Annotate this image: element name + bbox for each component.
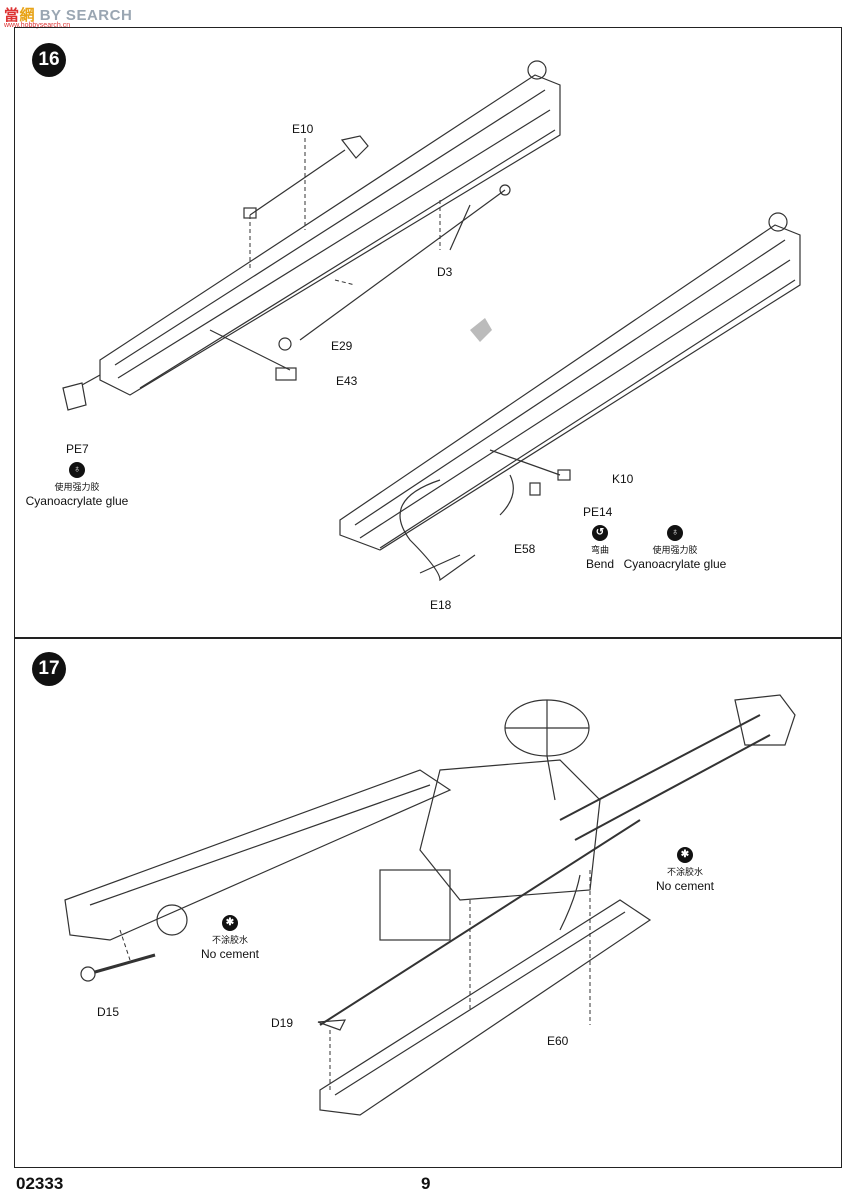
no-cement-note-barrel: ✱ 不涂胶水 No cement	[655, 847, 715, 893]
watermark-url: www.hobbysearch.cn	[4, 22, 71, 29]
no-cement-note-d15: ✱ 不涂胶水 No cement	[200, 915, 260, 961]
no-cement-icon: ✱	[677, 847, 693, 863]
part-label-pe14: PE14	[583, 505, 613, 519]
step-17-panel	[14, 638, 842, 1168]
no-cement-icon: ✱	[222, 915, 238, 931]
part-label-d3: D3	[437, 265, 453, 279]
part-label-e10: E10	[292, 122, 314, 136]
part-label-d19: D19	[271, 1016, 294, 1030]
step-16-panel	[14, 27, 842, 638]
part-label-e18: E18	[430, 598, 452, 612]
part-label-e58: E58	[514, 542, 536, 556]
part-label-e60: E60	[547, 1034, 569, 1048]
part-label-d15: D15	[97, 1005, 120, 1019]
part-label-k10: K10	[612, 472, 634, 486]
glue-note-pe7: ♁ 使用强力胶 Cyanoacrylate glue	[25, 462, 129, 508]
step-16-number: 16	[32, 43, 66, 77]
glue-icon: ♁	[667, 525, 683, 541]
glue-icon: ♁	[69, 462, 85, 478]
step-17-number: 17	[32, 652, 66, 686]
part-label-e29: E29	[331, 339, 353, 353]
watermark-logo: 當網 BY SEARCH	[4, 7, 133, 24]
part-label-e43: E43	[336, 374, 358, 388]
bend-icon: ↺	[592, 525, 608, 541]
kit-code: 02333	[16, 1174, 64, 1193]
glue-note-pe14: ♁ 使用强力胶 Cyanoacrylate glue	[623, 525, 727, 571]
page-number: 9	[421, 1174, 431, 1193]
part-label-pe7: PE7	[66, 442, 89, 456]
bend-note: ↺ 弯曲 Bend	[585, 525, 615, 571]
